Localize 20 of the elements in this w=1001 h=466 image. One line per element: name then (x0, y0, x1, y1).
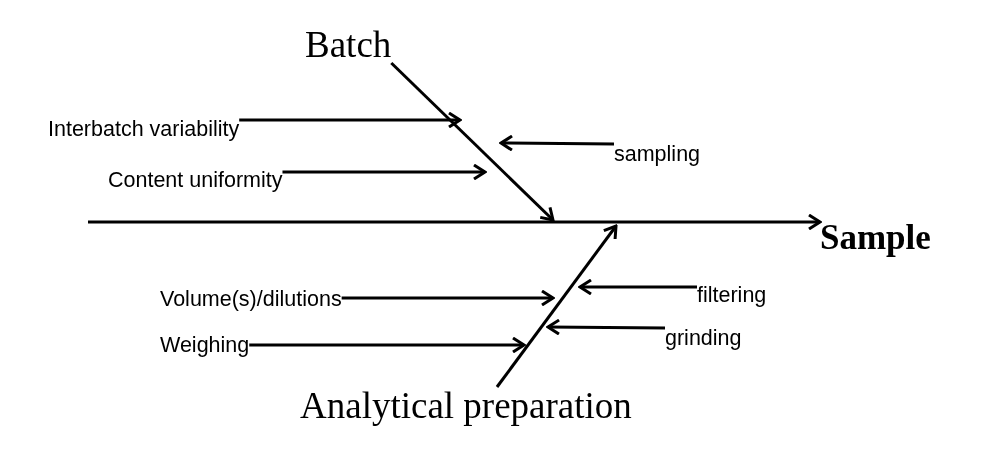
cause-label: grinding (665, 328, 742, 350)
cause-label: sampling (614, 144, 701, 166)
cause-label: filtering (697, 285, 767, 307)
category-label: Sample (820, 220, 931, 255)
cause-label: Volume(s)/dilutions (160, 289, 342, 311)
arrow (578, 278, 697, 296)
cause-label: Content uniformity (108, 170, 283, 192)
arrow (390, 61, 555, 222)
arrow (239, 111, 462, 129)
arrow (499, 134, 614, 152)
arrow (341, 289, 555, 307)
arrow (282, 163, 487, 181)
cause-label: Interbatch variability (48, 119, 240, 141)
arrow (249, 336, 526, 354)
category-label: Batch (305, 26, 392, 63)
cause-label: Weighing (160, 335, 250, 357)
arrow (88, 213, 822, 231)
arrow (546, 318, 665, 336)
category-label: Analytical preparation (300, 387, 632, 424)
arrow (495, 224, 618, 388)
